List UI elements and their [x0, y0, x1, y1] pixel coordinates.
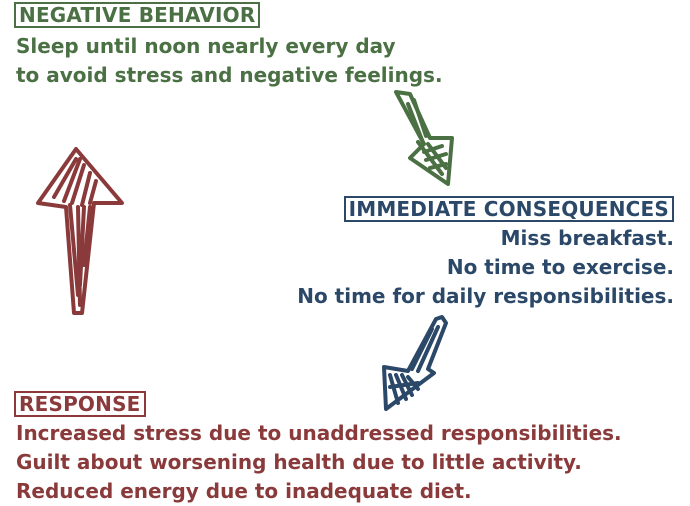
red-arrow-icon [36, 147, 124, 315]
negative-behavior-lines: Sleep until noon nearly every day to avo… [16, 32, 443, 90]
immediate-consequences-line: Miss breakfast. [500, 226, 674, 250]
negative-behavior-line: Sleep until noon nearly every day [16, 34, 396, 58]
immediate-consequences-section: IMMEDIATE CONSEQUENCES Miss breakfast. N… [297, 196, 674, 311]
green-arrow-icon [394, 90, 454, 186]
response-line: Reduced energy due to inadequate diet. [16, 479, 472, 503]
response-line: Guilt about worsening health due to litt… [16, 450, 582, 474]
response-section: RESPONSE Increased stress due to unaddre… [14, 391, 622, 506]
response-heading: RESPONSE [14, 391, 146, 417]
negative-behavior-heading: NEGATIVE BEHAVIOR [14, 2, 261, 28]
immediate-consequences-lines: Miss breakfast. No time to exercise. No … [297, 224, 674, 311]
immediate-consequences-line: No time for daily responsibilities. [297, 284, 674, 308]
negative-behavior-line: to avoid stress and negative feelings. [16, 63, 443, 87]
immediate-consequences-heading: IMMEDIATE CONSEQUENCES [343, 196, 674, 222]
response-lines: Increased stress due to unaddressed resp… [16, 419, 622, 506]
blue-arrow-icon [382, 315, 448, 411]
negative-behavior-section: NEGATIVE BEHAVIOR Sleep until noon nearl… [14, 2, 443, 90]
response-line: Increased stress due to unaddressed resp… [16, 421, 622, 445]
immediate-consequences-line: No time to exercise. [446, 255, 674, 279]
